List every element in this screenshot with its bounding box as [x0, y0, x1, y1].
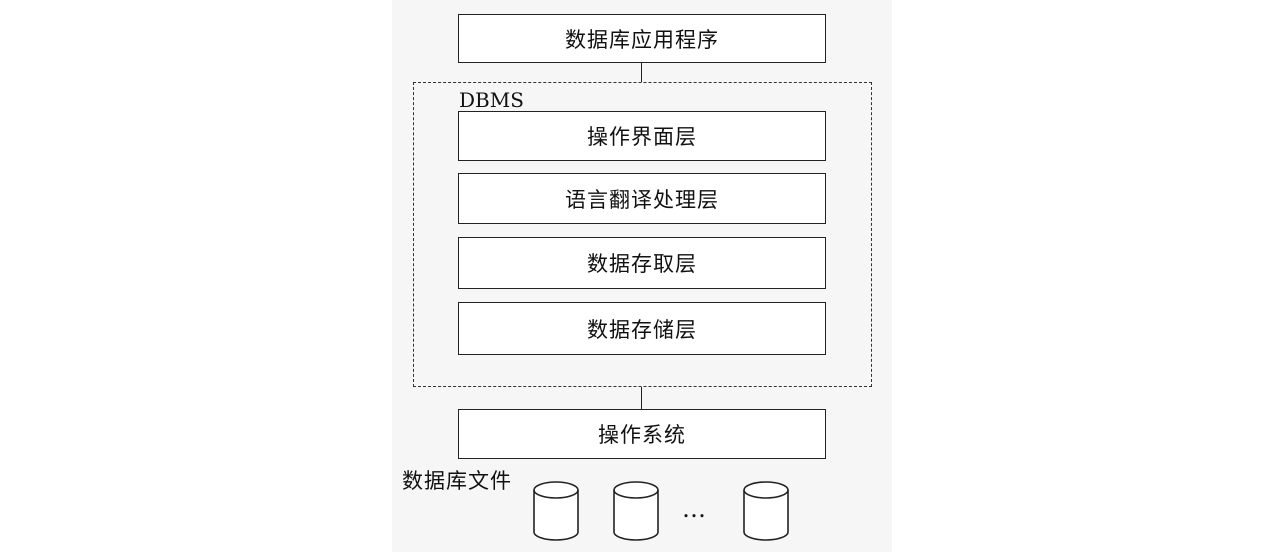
os-box: 操作系统: [458, 409, 826, 459]
application-label: 数据库应用程序: [565, 27, 719, 52]
database-file-cylinder-1: [533, 481, 579, 541]
dbms-label: DBMS: [459, 88, 524, 112]
ellipsis: …: [682, 495, 706, 523]
database-files-label: 数据库文件: [402, 469, 512, 493]
database-file-cylinder-3: [743, 481, 789, 541]
layer-ui: 操作界面层: [458, 111, 826, 161]
connector-dbms-os: [641, 387, 642, 409]
application-box: 数据库应用程序: [458, 14, 826, 63]
layer-data-storage: 数据存储层: [458, 302, 826, 355]
os-label: 操作系统: [598, 423, 686, 447]
dbms-frame: [413, 82, 872, 387]
layer-language-translation-label: 语言翻译处理层: [565, 187, 719, 212]
layer-data-storage-label: 数据存储层: [587, 317, 697, 342]
layer-ui-label: 操作界面层: [587, 125, 697, 149]
connector-app-dbms: [641, 63, 642, 82]
layer-language-translation: 语言翻译处理层: [458, 173, 826, 224]
database-file-cylinder-2: [613, 481, 659, 541]
layer-data-access-label: 数据存取层: [587, 252, 697, 276]
layer-data-access: 数据存取层: [458, 237, 826, 289]
